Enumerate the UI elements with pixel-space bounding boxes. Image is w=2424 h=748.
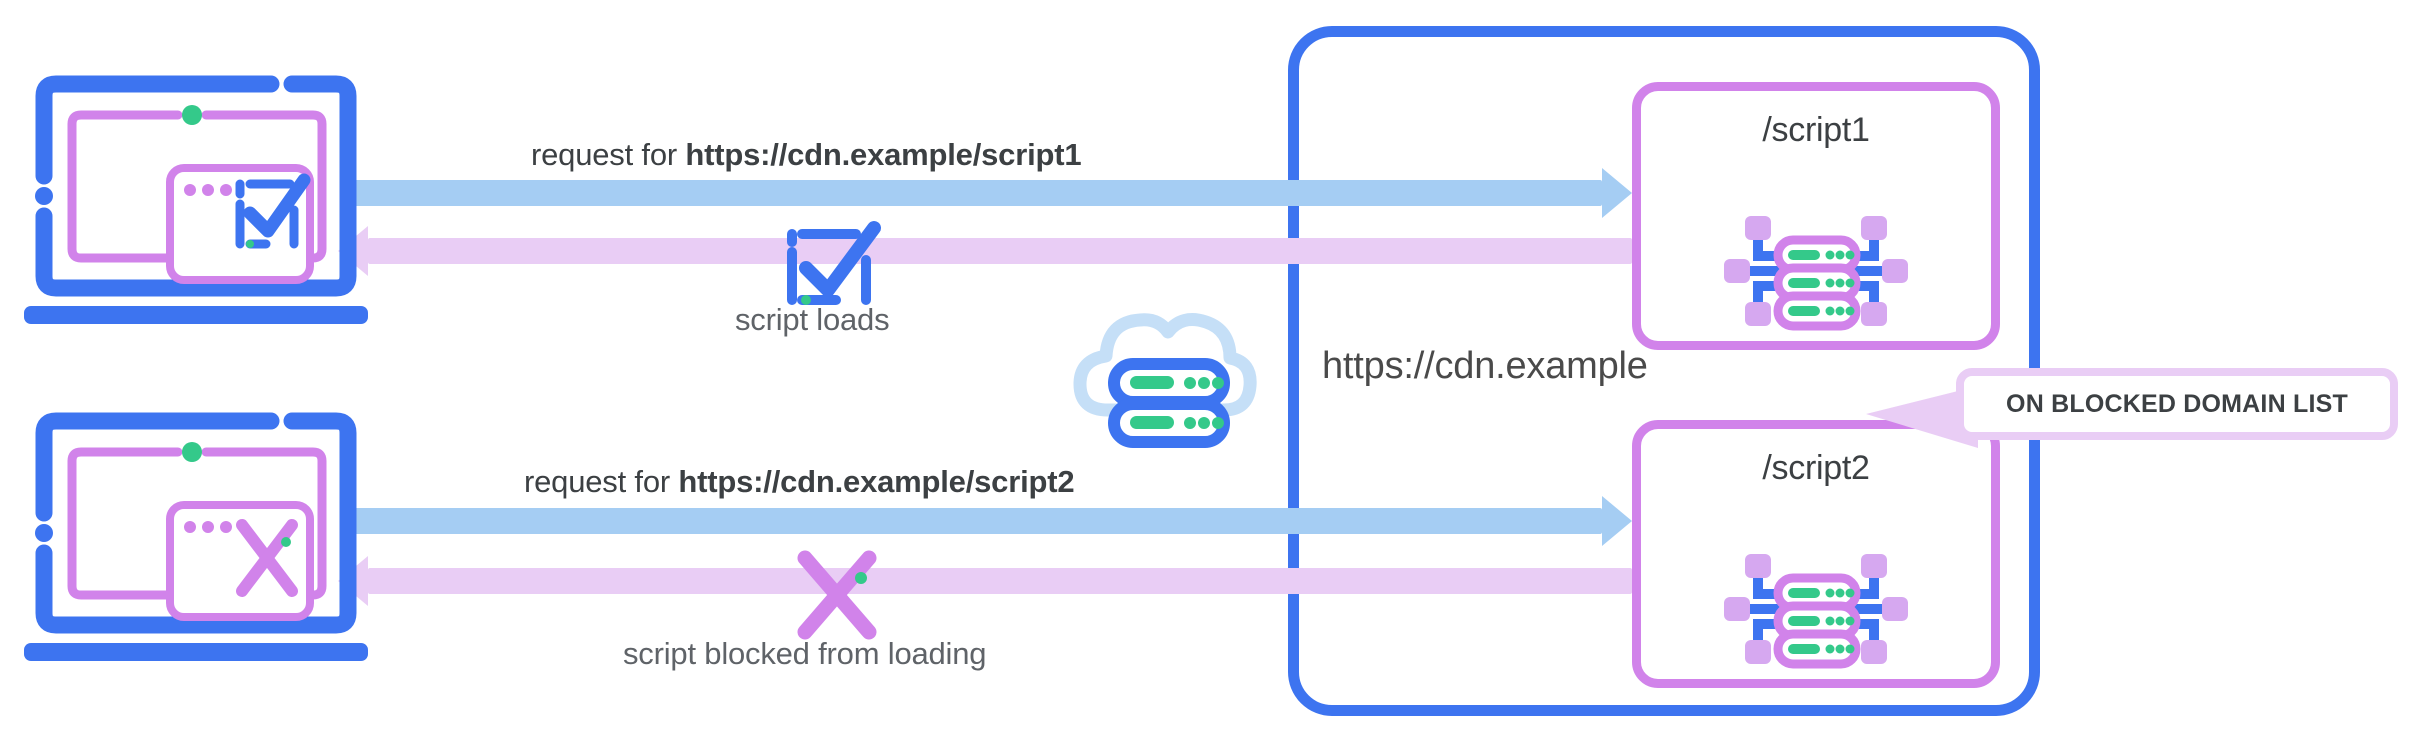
status-dot-2: [182, 442, 202, 462]
response-caption-2: script blocked from loading: [623, 636, 987, 671]
status-dot-1: [182, 105, 202, 125]
script-card-script2[interactable]: /script2: [1632, 420, 2000, 688]
cloud-server-icon: [1073, 313, 1257, 448]
cross-x-icon-2: [797, 550, 877, 640]
script-card-title-1: /script1: [1762, 111, 1870, 149]
script-card-script1[interactable]: /script1: [1632, 82, 2000, 350]
server-connector-nodes: [1724, 216, 1908, 326]
cloud-server-rack: [1108, 358, 1230, 448]
laptop-hinge-dot-1: [35, 187, 53, 205]
request-arrow-1-line: [340, 180, 1602, 206]
request-prefix-1: request for: [531, 137, 686, 172]
cross-x-icon-1: [236, 519, 298, 597]
response-arrow-1-line: [368, 238, 1632, 264]
client-laptop-1: [24, 75, 368, 324]
checkbox-check-icon-2: [787, 221, 881, 305]
cdn-domain-label: https://cdn.example: [1322, 345, 1648, 387]
request-prefix-2: request for: [524, 464, 679, 499]
checkbox-check-icon-1: [235, 173, 311, 249]
client-laptop-2: [24, 412, 368, 661]
request-arrow-1-head: [1602, 168, 1632, 218]
request-url-1: https://cdn.example/script1: [685, 137, 1082, 172]
browser-window-2: [166, 501, 314, 621]
window-dots-2: [184, 521, 232, 533]
script-card-title-2: /script2: [1762, 449, 1870, 487]
request-label-2: request for https://cdn.example/script2: [524, 464, 1075, 500]
request-arrow-2-line: [340, 508, 1602, 534]
window-dots-1: [184, 184, 232, 196]
laptop-base-2: [24, 643, 368, 661]
request-url-2: https://cdn.example/script2: [678, 464, 1075, 499]
request-arrow-2-head: [1602, 496, 1632, 546]
server-rack-icon-1: [1724, 216, 1908, 331]
request-label-1: request for https://cdn.example/script1: [531, 137, 1082, 173]
callout-tail: [1866, 386, 1978, 448]
response-arrow-2-line: [368, 568, 1632, 594]
laptop-hinge-dot-2: [35, 524, 53, 542]
server-rack-icon-2: [1724, 554, 1908, 669]
callout-label: ON BLOCKED DOMAIN LIST: [2006, 389, 2348, 418]
blocked-domain-callout[interactable]: ON BLOCKED DOMAIN LIST: [1956, 368, 2398, 440]
response-caption-1: script loads: [735, 302, 890, 337]
laptop-base-1: [24, 306, 368, 324]
